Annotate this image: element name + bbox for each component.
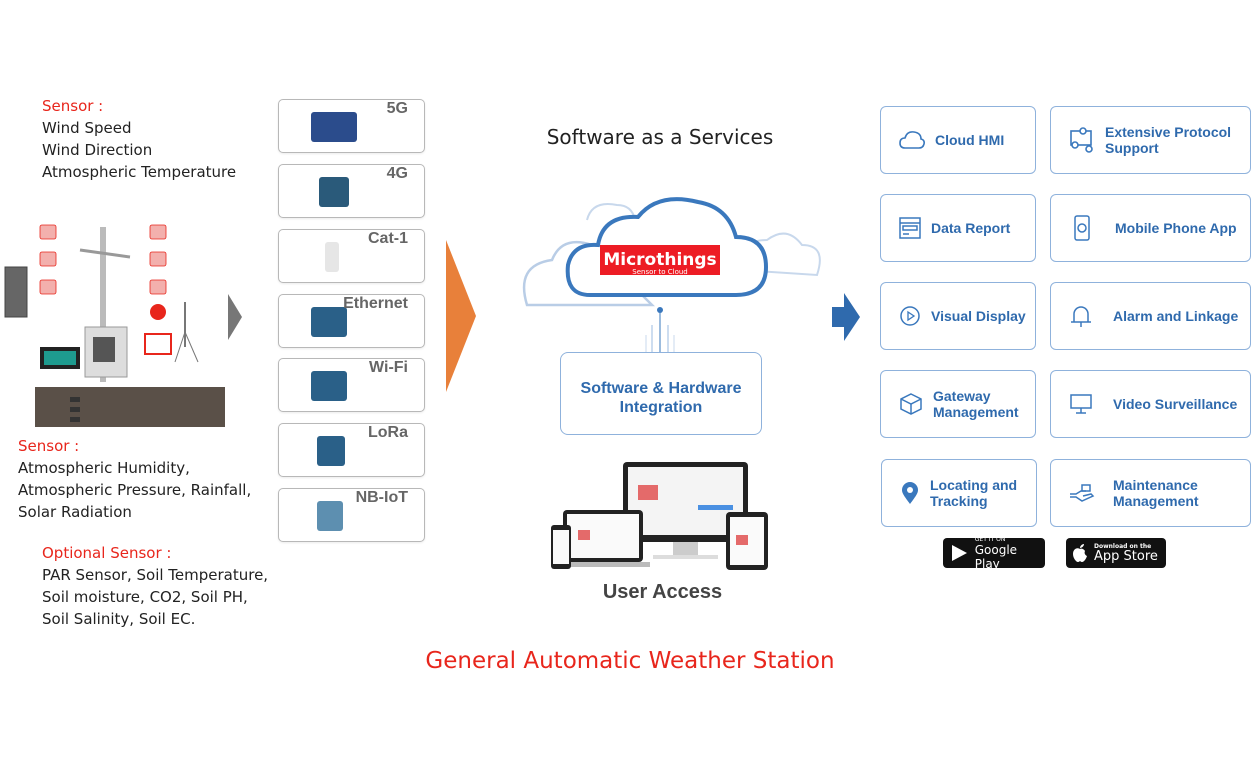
cloud-icon [899,131,925,149]
orange-arrow-icon [446,240,476,392]
router-icon [311,112,357,142]
feature-protocol-support: Extensive Protocol Support [1050,106,1251,174]
sensor-item: Atmospheric Pressure, Rainfall, [18,481,252,499]
brand-tagline: Sensor to Cloud [632,268,687,276]
connectivity-cat1: Cat-1 [278,229,425,283]
integration-box: Software & Hardware Integration [560,352,762,435]
hand-icon [1070,484,1095,502]
brand-name: Microthings [603,250,716,270]
connectivity-wifi: Wi-Fi [278,358,425,412]
modem-icon [319,177,349,207]
blue-arrow-icon [832,293,860,341]
sensor-item: Soil moisture, CO2, Soil PH, [42,588,248,606]
devices-illustration [551,462,768,570]
microthings-logo [600,245,720,275]
sensor-list-2: Sensor : Atmospheric Humidity, Atmospher… [18,435,251,523]
sensor-item: Solar Radiation [18,503,132,521]
connectivity-5g: 5G [278,99,425,153]
saas-title: Software as a Services [546,125,774,149]
cloud-illustration: Microthings Sensor to Cloud [522,197,821,307]
sensor-item: Atmospheric Temperature [42,163,237,181]
sensor-item: PAR Sensor, Soil Temperature, [42,566,269,584]
connector-lines [645,307,675,353]
sensor-list-1: Sensor : Wind Speed Wind Direction Atmos… [42,95,236,183]
wifi-device-icon [311,371,347,401]
sensor-item: Wind Speed [42,119,132,137]
feature-maintenance-management: Maintenance Management [1050,459,1251,527]
dongle-icon [325,242,339,272]
monitor-icon [1070,394,1092,414]
feature-cloud-hmi: Cloud HMI [880,106,1036,174]
google-play-icon [952,545,967,561]
sensor-item: Wind Direction [42,141,153,159]
play-icon [900,306,920,326]
location-icon [902,482,918,504]
apple-icon [1073,544,1087,562]
connectivity-ethernet: Ethernet [278,294,425,348]
sensor-heading: Sensor : [18,437,80,455]
protocol-icon [1070,127,1093,153]
lora-device-icon [317,436,345,466]
report-icon [899,217,921,239]
ethernet-device-icon [311,307,347,337]
box-icon [900,393,922,415]
optional-sensor-list: Optional Sensor : PAR Sensor, Soil Tempe… [42,542,268,630]
nbiot-device-icon [317,501,343,531]
connectivity-4g: 4G [278,164,425,218]
sensor-heading: Sensor : [42,97,104,115]
mobile-icon [1074,215,1090,241]
sensor-item: Atmospheric Humidity, [18,459,190,477]
feature-video-surveillance: Video Surveillance [1050,370,1251,438]
feature-visual-display: Visual Display [880,282,1036,350]
feature-locating-tracking: Locating and Tracking [881,459,1037,527]
feature-data-report: Data Report [880,194,1036,262]
user-access-label: User Access [602,581,723,603]
sensor-heading: Optional Sensor : [42,544,172,562]
weather-station-illustration [4,224,242,427]
feature-mobile-app: Mobile Phone App [1050,194,1251,262]
alarm-icon [1071,306,1091,327]
feature-alarm-linkage: Alarm and Linkage [1050,282,1251,350]
connectivity-lora: LoRa [278,423,425,477]
connectivity-nbiot: NB-IoT [278,488,425,542]
arrow-right-icon [228,294,242,340]
sensor-item: Soil Salinity, Soil EC. [42,610,196,628]
feature-gateway-management: Gateway Management [880,370,1036,438]
footer-title: General Automatic Weather Station [425,648,835,674]
